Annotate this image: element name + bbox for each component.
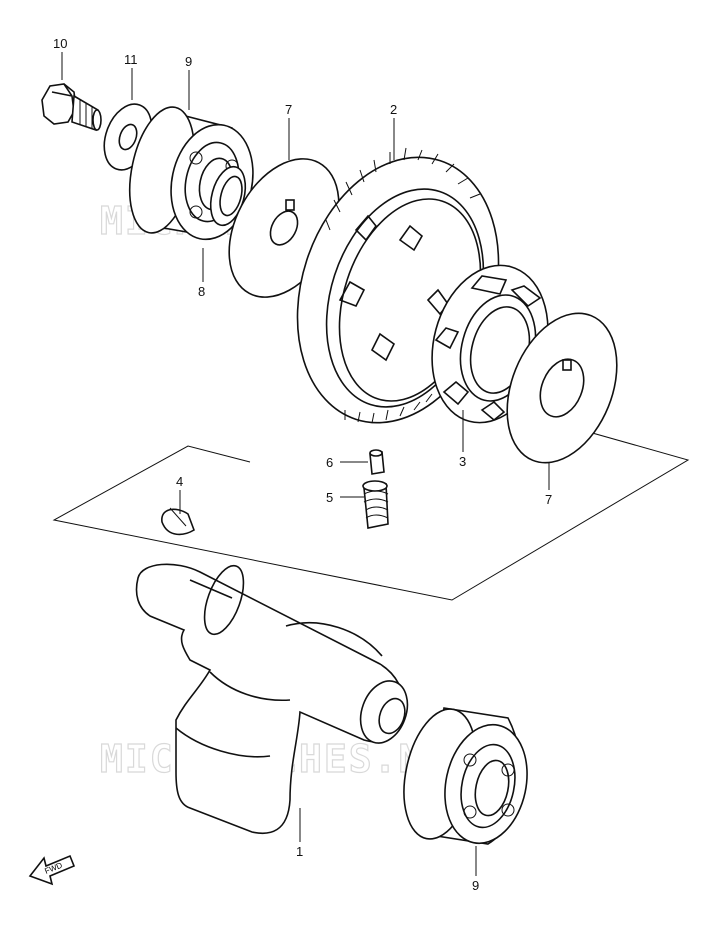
callout-4: 4 (176, 474, 183, 489)
callout-11: 11 (124, 52, 138, 67)
balancer-shaft-1 (135, 563, 409, 835)
assembly-plane (52, 389, 690, 601)
callout-2: 2 (390, 102, 397, 117)
callout-3: 3 (459, 454, 466, 469)
callout-8: 8 (198, 284, 205, 299)
key-4 (161, 507, 195, 536)
gear-teeth (325, 147, 481, 424)
callout-9-bottom: 9 (472, 878, 479, 893)
callout-1: 1 (296, 844, 303, 859)
callouts: 10 11 9 7 2 8 6 5 3 4 7 1 9 (53, 36, 552, 893)
callout-9-top: 9 (185, 54, 192, 69)
leader-lines (61, 52, 550, 876)
callout-5: 5 (326, 490, 333, 505)
spring-5 (362, 480, 389, 529)
pin-6 (369, 449, 385, 475)
callout-7-top: 7 (285, 102, 292, 117)
callout-6: 6 (326, 455, 333, 470)
fwd-arrow-icon: FWD (28, 854, 76, 886)
washer-8 (209, 165, 247, 227)
bearing-9-bottom (403, 707, 528, 845)
callout-7-bottom: 7 (545, 492, 552, 507)
callout-10: 10 (53, 36, 67, 51)
washer-7-bottom (506, 312, 618, 464)
bolt-10 (41, 83, 102, 132)
